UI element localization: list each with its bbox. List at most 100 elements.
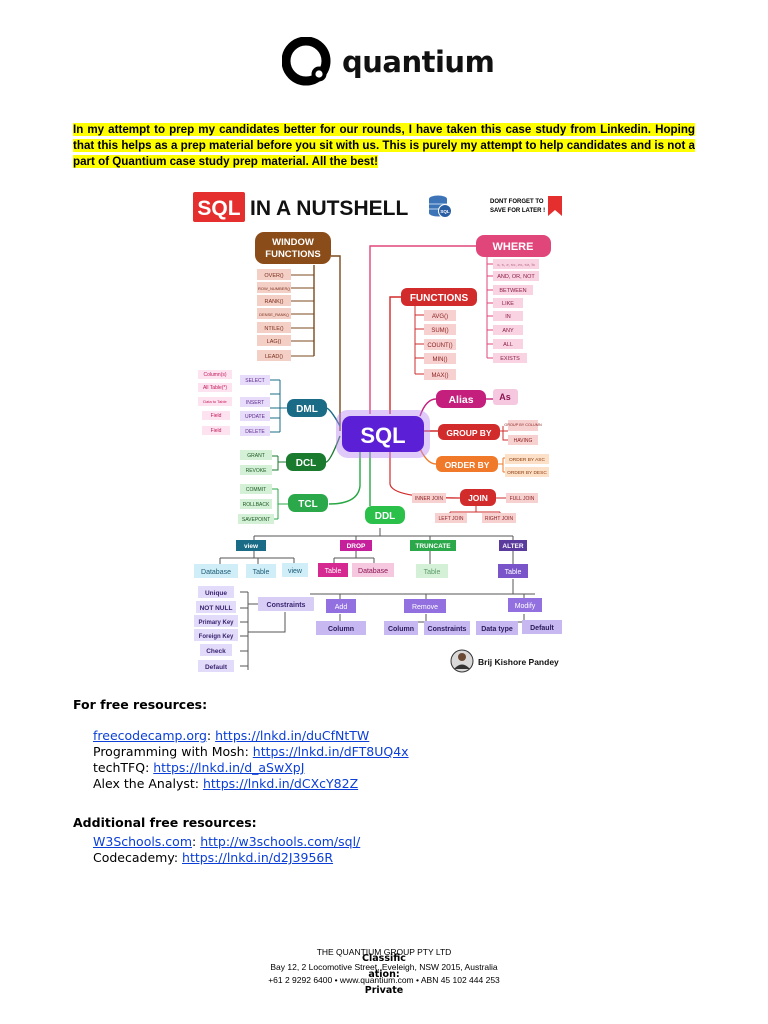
join-group: JOIN INNER JOIN FULL JOIN LEFT JOIN RIGH…: [412, 489, 538, 523]
svg-text:ORDER BY ASC: ORDER BY ASC: [509, 457, 545, 463]
svg-text:EXISTS: EXISTS: [500, 356, 520, 362]
svg-text:Table: Table: [424, 569, 441, 576]
dcl-group: DCL GRANT REVOKE: [240, 450, 326, 475]
svg-text:FULL JOIN: FULL JOIN: [510, 496, 535, 502]
svg-text:Alias: Alias: [448, 394, 473, 406]
svg-text:FUNCTIONS: FUNCTIONS: [265, 249, 320, 260]
techtfq-url-link[interactable]: https://lnkd.in/d_aSwXpJ: [153, 760, 305, 775]
svg-text:DCL: DCL: [296, 458, 317, 469]
svg-text:SUM(): SUM(): [431, 328, 448, 334]
freecodecamp-link[interactable]: freecodecamp.org: [93, 728, 207, 743]
bookmark-icon: [548, 196, 562, 216]
svg-text:=, <, >, <=, >=, <>, !=: =, <, >, <=, >=, <>, !=: [497, 262, 535, 267]
alias-group: Alias As: [436, 389, 518, 408]
svg-text:SQL: SQL: [360, 423, 405, 448]
svg-text:FUNCTIONS: FUNCTIONS: [410, 293, 469, 304]
svg-text:Add: Add: [335, 604, 348, 611]
svg-text:DELETE: DELETE: [245, 429, 265, 435]
svg-text:All Table(*): All Table(*): [203, 385, 227, 391]
svg-text:Default: Default: [205, 664, 228, 671]
resource-line-alex: Alex the Analyst: https://lnkd.in/dCXcY8…: [93, 776, 359, 791]
svg-text:NTILE(): NTILE(): [264, 326, 283, 332]
svg-text:Primary Key: Primary Key: [198, 620, 234, 626]
svg-text:DML: DML: [296, 404, 318, 415]
svg-text:MIN(): MIN(): [433, 357, 448, 363]
logo-wordmark: quantium: [342, 45, 495, 79]
svg-text:IN: IN: [505, 314, 511, 320]
svg-text:Column(s): Column(s): [203, 372, 226, 378]
w3schools-url-link[interactable]: http://w3schools.com/sql/: [200, 834, 361, 849]
database-icon: SQL: [429, 195, 452, 218]
svg-text:Data type: Data type: [481, 626, 513, 633]
tcl-group: TCL COMMIT ROLLBACK SAVEPOINT: [238, 484, 328, 524]
footer-company: THE QUANTIUM GROUP PTY LTD: [316, 947, 452, 957]
svg-text:SELECT: SELECT: [245, 378, 264, 384]
svg-text:LEAD(): LEAD(): [265, 354, 283, 360]
svg-text:GROUP BY COLUMN: GROUP BY COLUMN: [504, 423, 542, 427]
resource-line-w3schools: W3Schools.com: http://w3schools.com/sql/: [93, 834, 361, 849]
svg-text:GRANT: GRANT: [247, 453, 265, 459]
svg-text:ROW_NUMBER(): ROW_NUMBER(): [258, 286, 291, 291]
resource-line-techtfq: techTFQ: https://lnkd.in/d_aSwXpJ: [93, 760, 305, 775]
group-by-group: GROUP BY GROUP BY COLUMN HAVING: [438, 420, 542, 445]
svg-text:NOT NULL: NOT NULL: [200, 605, 233, 612]
mosh-url-link[interactable]: https://lnkd.in/dFT8UQ4x: [252, 744, 409, 759]
svg-text:TCL: TCL: [298, 499, 317, 510]
svg-text:Remove: Remove: [412, 604, 438, 611]
classification-label-1: Classific: [362, 953, 406, 964]
svg-text:INNER JOIN: INNER JOIN: [415, 496, 444, 502]
resource-line-freecodecamp: freecodecamp.org: https://lnkd.in/duCfNt…: [93, 728, 370, 743]
svg-text:WHERE: WHERE: [493, 241, 534, 253]
svg-text:view: view: [244, 543, 259, 550]
svg-text:ORDER BY DESC: ORDER BY DESC: [507, 470, 547, 476]
resource-line-codecademy: Codecademy: https://lnkd.in/d2J3956R: [93, 850, 334, 865]
svg-text:DROP: DROP: [347, 543, 366, 550]
svg-text:LIKE: LIKE: [502, 301, 514, 307]
svg-text:view: view: [288, 568, 303, 575]
svg-text:Table: Table: [325, 568, 342, 575]
svg-text:OVER(): OVER(): [264, 273, 283, 279]
constraints-group: Constraints Unique NOT NULL Primary Key …: [194, 586, 314, 672]
svg-text:Constraints: Constraints: [267, 602, 306, 609]
svg-text:RIGHT JOIN: RIGHT JOIN: [485, 516, 514, 522]
svg-text:BETWEEN: BETWEEN: [499, 288, 526, 294]
freecodecamp-url-link[interactable]: https://lnkd.in/duCfNtTW: [215, 728, 370, 743]
svg-text:ANY: ANY: [502, 328, 514, 334]
svg-text:DDL: DDL: [375, 511, 396, 522]
svg-text:DENSE_RANK(): DENSE_RANK(): [259, 312, 289, 317]
sql-center-node: SQL: [336, 410, 430, 458]
dml-group: DML SELECT INSERT UPDATE DELETE Column(s…: [198, 370, 327, 436]
svg-text:Modify: Modify: [515, 603, 536, 610]
svg-text:Column: Column: [388, 626, 414, 633]
disclaimer-text: In my attempt to prep my candidates bett…: [73, 123, 695, 168]
window-functions-group: WINDOW FUNCTIONS OVER() ROW_NUMBER() RAN…: [255, 232, 331, 361]
svg-text:JOIN: JOIN: [468, 493, 488, 503]
svg-text:Table: Table: [253, 569, 270, 576]
where-group: WHERE =, <, >, <=, >=, <>, != AND, OR, N…: [476, 235, 551, 363]
resource-line-mosh: Programming with Mosh: https://lnkd.in/d…: [93, 744, 409, 759]
svg-text:RANK(): RANK(): [265, 299, 284, 305]
svg-text:SAVEPOINT: SAVEPOINT: [242, 517, 270, 523]
svg-text:WINDOW: WINDOW: [272, 237, 314, 248]
svg-text:AND, OR, NOT: AND, OR, NOT: [497, 274, 535, 280]
svg-text:REVOKE: REVOKE: [246, 468, 268, 474]
ddl-group: DDL: [365, 506, 405, 524]
svg-text:UPDATE: UPDATE: [245, 414, 266, 420]
svg-text:As: As: [499, 392, 511, 402]
svg-text:IN A NUTSHELL: IN A NUTSHELL: [250, 197, 408, 220]
classification-label-2: ation:: [368, 969, 400, 980]
svg-text:ALL: ALL: [503, 342, 513, 348]
svg-text:Database: Database: [358, 568, 388, 575]
classification-label-3: Private: [364, 985, 404, 996]
svg-text:COMMIT: COMMIT: [246, 487, 266, 493]
svg-text:Unique: Unique: [205, 590, 227, 597]
svg-text:Foreign Key: Foreign Key: [199, 634, 234, 640]
svg-text:ROLLBACK: ROLLBACK: [243, 502, 270, 508]
free-resources-heading: For free resources:: [73, 697, 208, 712]
alex-url-link[interactable]: https://lnkd.in/dCXcY82Z: [202, 776, 359, 791]
codecademy-url-link[interactable]: https://lnkd.in/d2J3956R: [182, 850, 334, 865]
w3schools-link[interactable]: W3Schools.com: [93, 834, 192, 849]
infographic-title: SQL IN A NUTSHELL SQL DONT FORGET TO SAV…: [193, 192, 562, 222]
svg-text:ORDER BY: ORDER BY: [445, 460, 490, 470]
svg-text:GROUP BY: GROUP BY: [446, 428, 492, 438]
